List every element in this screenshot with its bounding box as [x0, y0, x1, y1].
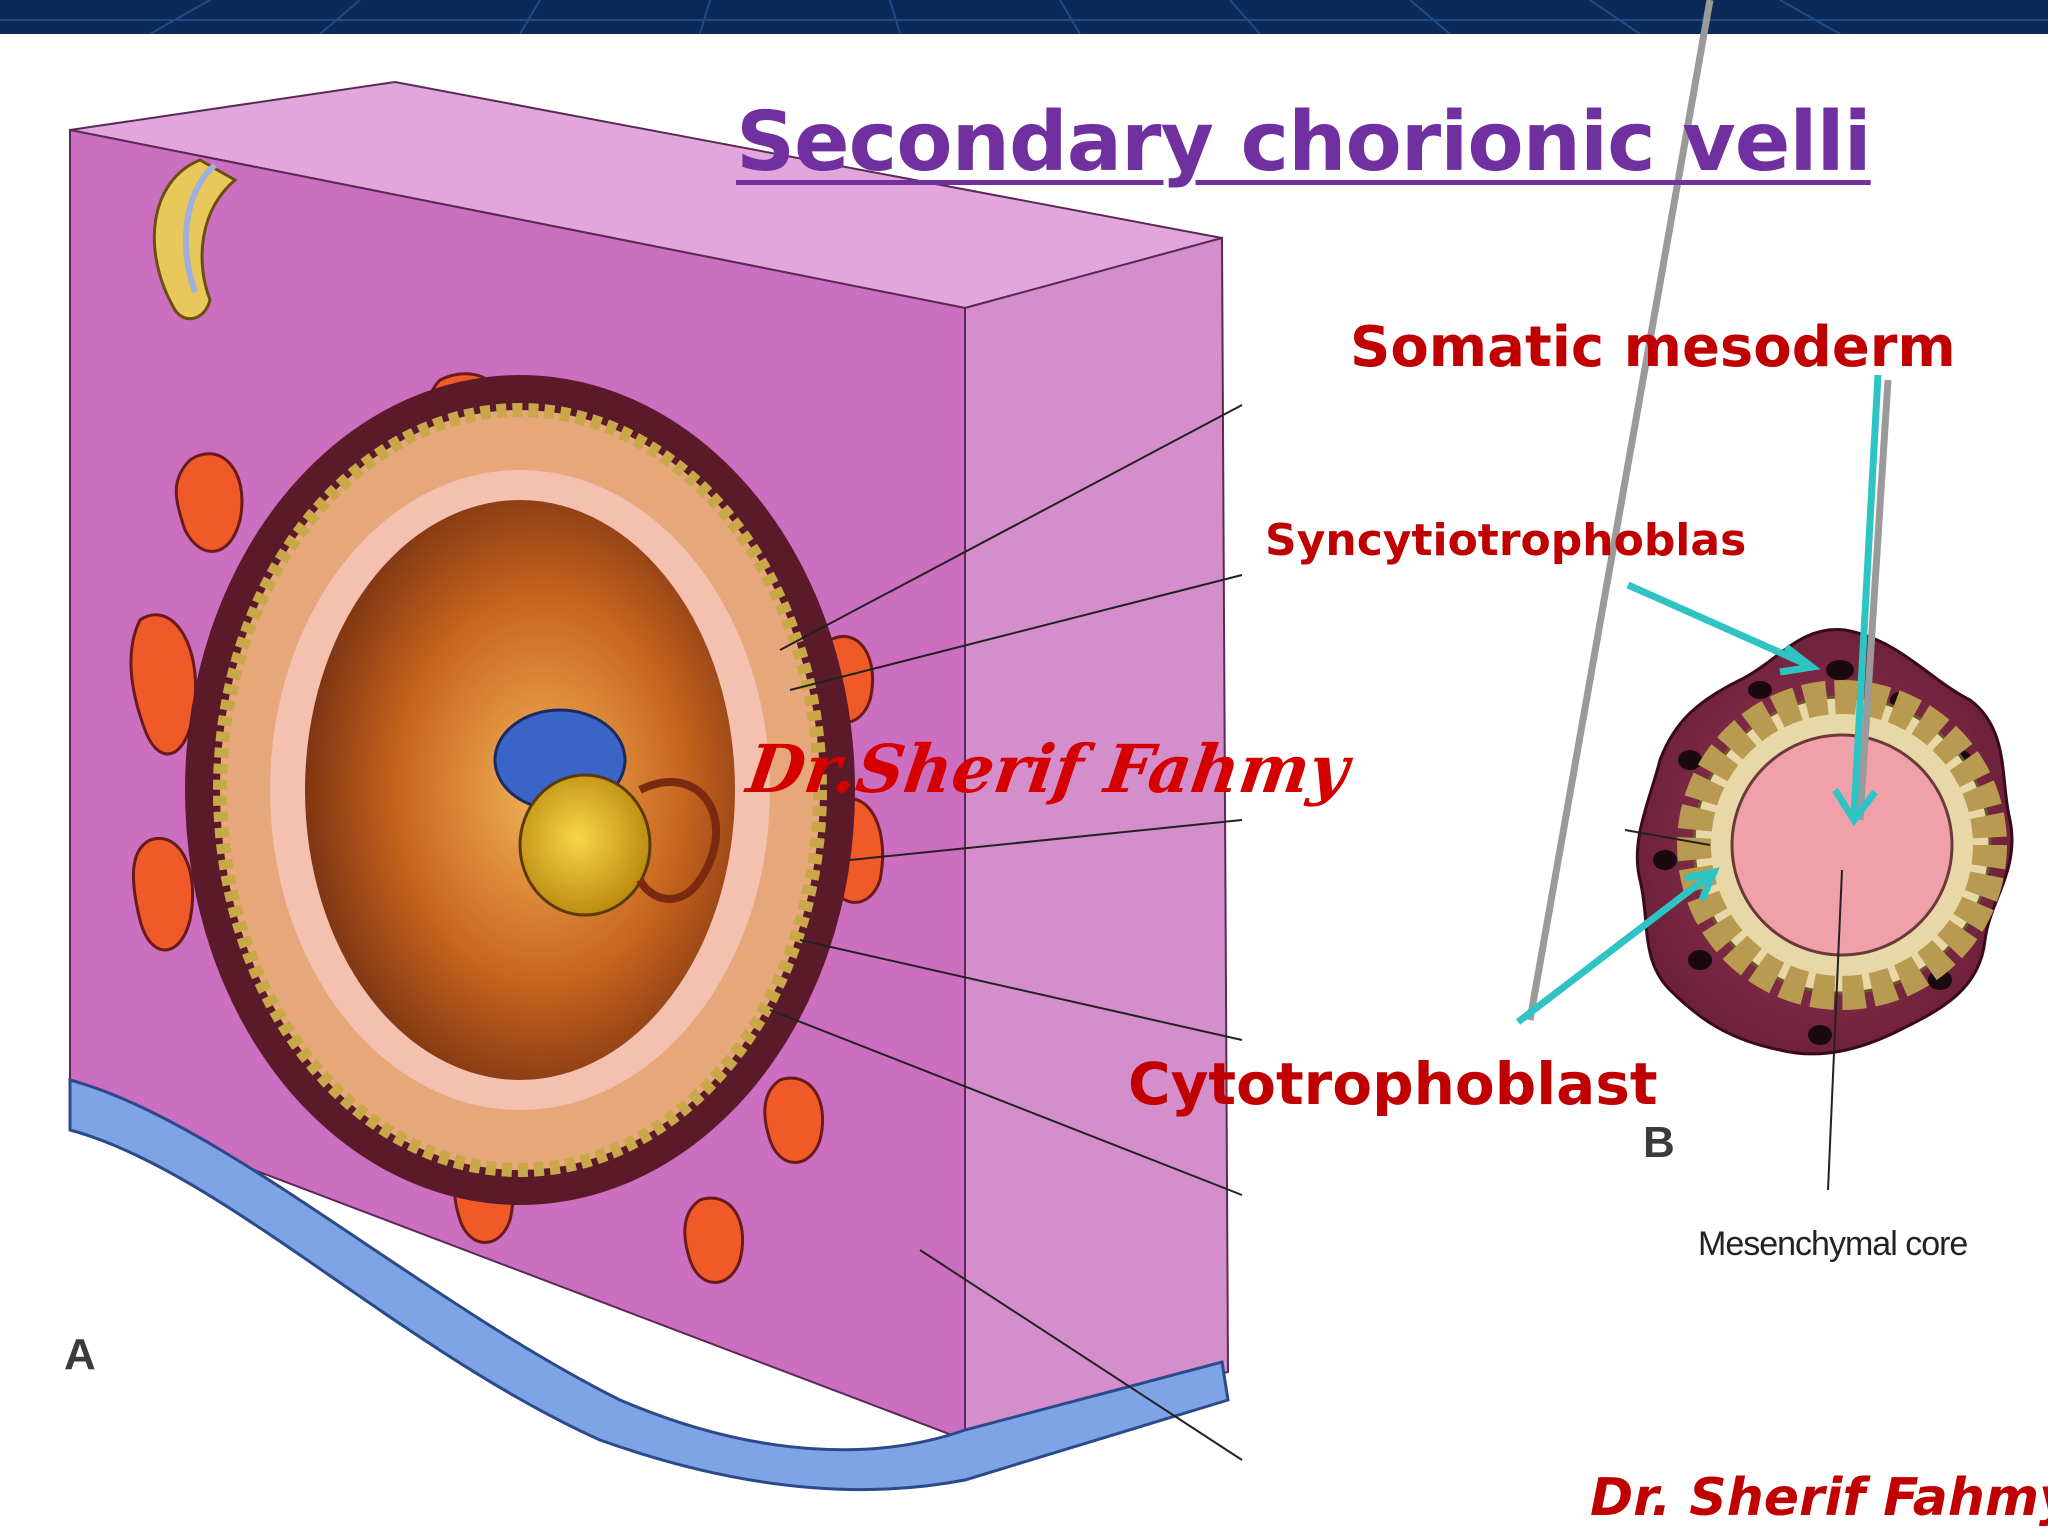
- uterine-gland: [152, 158, 238, 321]
- yolk-sac: [518, 773, 652, 917]
- panel-label-b: B: [1643, 1118, 1675, 1167]
- slide-title: Secondary chorionic velli: [736, 95, 1872, 190]
- uterine-epithelium: [68, 1078, 1230, 1492]
- mesenchymal-core: [1730, 733, 1954, 957]
- villus-cross-section: [1624, 628, 2014, 1191]
- leader-lines: [769, 404, 1243, 1461]
- label-somatic-mesoderm: Somatic mesoderm: [1350, 315, 1956, 380]
- panel-label-a: A: [64, 1330, 96, 1379]
- watermark-corner: Dr. Sherif Fahmy: [1590, 1468, 2048, 1528]
- chorionic-sac: [185, 375, 855, 1205]
- connecting-stalk: [636, 778, 721, 903]
- watermark-center: Dr.Sherif Fahmy: [742, 730, 1354, 808]
- label-mesenchymal-core: Mesenchymal core: [1698, 1225, 1968, 1263]
- pointer-arrows: [1515, 0, 1892, 1025]
- label-syncytiotrophoblast: Syncytiotrophoblas: [1265, 515, 1747, 566]
- block-right-face: [964, 236, 1230, 1442]
- label-cytotrophoblast: Cytotrophoblast: [1128, 1050, 1658, 1118]
